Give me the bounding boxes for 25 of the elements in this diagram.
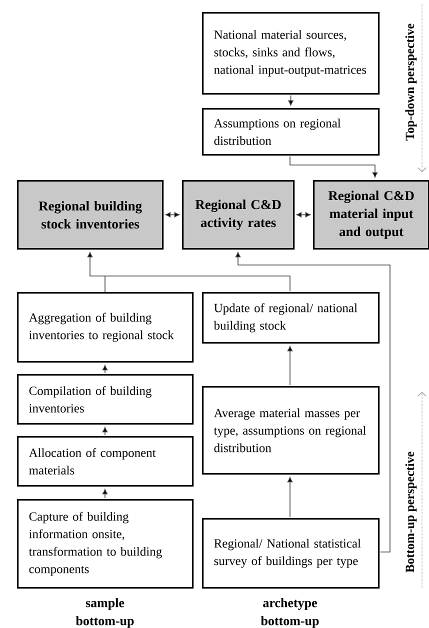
arrow bbox=[165, 212, 180, 218]
arrow bbox=[102, 427, 108, 436]
arrow bbox=[102, 365, 108, 374]
process-box: Capture of building information onsite, transformation to building components bbox=[17, 499, 194, 589]
arrow bbox=[287, 477, 293, 518]
process-box: Regional/ National statistical survey of buildings per type bbox=[202, 518, 380, 589]
process-box: Compilation of building inventories bbox=[17, 374, 194, 425]
process-box: National material sources, stocks, sinks and flows, national input-output-matrices bbox=[202, 12, 380, 95]
arrow bbox=[296, 212, 311, 218]
process-box: Average material masses per type, assumptions on regional distribution bbox=[202, 386, 380, 475]
arrow bbox=[290, 156, 378, 178]
arrow bbox=[287, 346, 293, 386]
arrow bbox=[235, 252, 390, 552]
arrow bbox=[288, 95, 294, 106]
arrow bbox=[102, 489, 108, 498]
process-box: Allocation of component materials bbox=[17, 436, 194, 487]
process-box: Update of regional/ national building stock bbox=[202, 292, 380, 344]
perspective-label: Top-down perspective bbox=[405, 24, 417, 140]
summary-box: Regional C&D activity rates bbox=[182, 180, 295, 250]
arrow bbox=[87, 252, 290, 292]
process-box: Aggregation of building inventories to regional stock bbox=[17, 292, 194, 363]
summary-box: Regional C&D material input and output bbox=[313, 180, 429, 250]
perspective-label: Bottom-up perspective bbox=[405, 452, 417, 572]
process-box: Assumptions on regional distribution bbox=[202, 108, 380, 156]
summary-box: Regional building stock inventories bbox=[17, 180, 164, 250]
